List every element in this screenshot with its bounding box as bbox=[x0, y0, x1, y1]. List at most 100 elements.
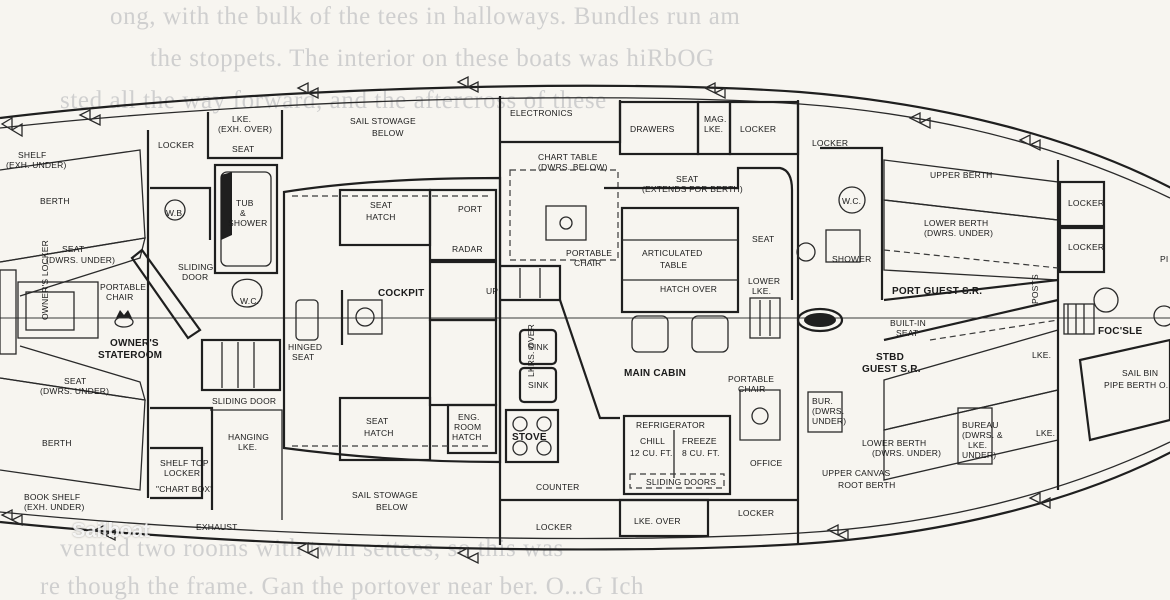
label-sink-1: SINK bbox=[528, 342, 549, 352]
owners-locker-box bbox=[0, 269, 17, 355]
label-port-tag: PORT bbox=[458, 204, 482, 214]
label-lower-berth-stbd: LOWER BERTH bbox=[862, 438, 926, 448]
label-bureau-dwrs: (DWRS. & bbox=[962, 430, 1003, 440]
station-mark bbox=[0, 508, 23, 527]
seat-extends-outline bbox=[604, 166, 794, 300]
label-locker-fwd-top: LOCKER bbox=[1068, 198, 1104, 208]
office-box bbox=[739, 389, 781, 441]
label-seat-head: SEAT bbox=[232, 144, 254, 154]
label-focsle: FOC'SLE bbox=[1098, 326, 1142, 337]
label-sail-stowage-bottom-sub: BELOW bbox=[376, 502, 408, 512]
office-chair bbox=[751, 407, 769, 425]
label-office: OFFICE bbox=[750, 458, 782, 468]
label-stbd: STBD bbox=[876, 352, 904, 363]
galley-counter-edge bbox=[558, 299, 620, 420]
label-hanging: HANGING bbox=[228, 432, 269, 442]
label-seat-hatch-top-sub: HATCH bbox=[366, 212, 396, 222]
stove bbox=[504, 408, 560, 464]
label-lke: LKE. bbox=[232, 114, 251, 124]
label-chill: CHILL bbox=[640, 436, 665, 446]
upper-berth-outline bbox=[883, 159, 1059, 221]
label-shelf-sub: (EXH. UNDER) bbox=[6, 160, 67, 170]
station-mark bbox=[0, 116, 23, 138]
label-wb: W.B. bbox=[166, 208, 185, 218]
locker-fwd-2-box bbox=[1058, 226, 1106, 274]
label-radar: RADAR bbox=[452, 244, 483, 254]
articulated-table bbox=[620, 206, 740, 314]
label-drawers: DRAWERS bbox=[630, 124, 675, 134]
label-seat-stbd-sub: (DWRS. UNDER) bbox=[40, 386, 109, 396]
portable-chair-aft bbox=[114, 316, 134, 328]
label-seat-hatch-top: SEAT bbox=[370, 200, 392, 210]
label-articulated: ARTICULATED bbox=[642, 248, 702, 258]
posts-box bbox=[1063, 303, 1095, 335]
label-berth-port: BERTH bbox=[40, 196, 70, 206]
label-port-guest: PORT GUEST S.R. bbox=[892, 286, 982, 297]
berth-dash bbox=[883, 249, 1059, 269]
label-built-in: BUILT-IN bbox=[890, 318, 926, 328]
mast-step bbox=[796, 307, 844, 333]
hull-inner-line bbox=[0, 97, 1170, 540]
label-seat-main: SEAT bbox=[752, 234, 774, 244]
tub-shower bbox=[213, 163, 279, 275]
stbd-lower-berth-outline bbox=[883, 329, 1059, 431]
bg-line-2: the stoppets. The interior on these boat… bbox=[150, 45, 715, 72]
label-sliding-door-sub: DOOR bbox=[182, 272, 208, 282]
label-locker-main-1: LOCKER bbox=[740, 124, 776, 134]
label-sink-2: SINK bbox=[528, 380, 549, 390]
label-seat-extends: SEAT bbox=[676, 174, 698, 184]
guest-divider bbox=[883, 278, 1059, 302]
label-tub: TUB bbox=[236, 198, 254, 208]
bg-line-5: re though the frame. Gan the portover ne… bbox=[40, 573, 644, 600]
label-book-shelf-sub: (EXH. UNDER) bbox=[24, 502, 85, 512]
stove-burner bbox=[512, 416, 528, 432]
label-owners: OWNER'S bbox=[110, 338, 159, 349]
label-eng-room: ROOM bbox=[454, 422, 481, 432]
label-lke-over: LKE. OVER bbox=[634, 516, 681, 526]
berth-dash bbox=[929, 319, 1059, 341]
diagram-labels: SHELF (EXH. UNDER) BERTH SEAT (DWRS. UND… bbox=[6, 108, 1170, 532]
label-locker-bottom: LOCKER bbox=[738, 508, 774, 518]
label-owners-locker: OWNER'S LOCKER bbox=[40, 240, 50, 320]
label-lke-sub: (EXH. OVER) bbox=[218, 124, 272, 134]
forepeak-hatch bbox=[1153, 305, 1170, 327]
label-wc-aft: W.C. bbox=[240, 296, 259, 306]
label-book-shelf: BOOK SHELF bbox=[24, 492, 80, 502]
cabin-chair bbox=[691, 315, 729, 353]
label-shelf-top: SHELF TOP bbox=[160, 458, 209, 468]
label-bureau: BUREAU bbox=[962, 420, 999, 430]
label-main-cabin: MAIN CABIN bbox=[624, 368, 686, 379]
label-hanging-sub: LKE. bbox=[238, 442, 257, 452]
hull-outline bbox=[0, 84, 1170, 551]
label-posts: POSTS bbox=[1030, 274, 1040, 304]
label-upper-canvas: UPPER CANVAS bbox=[822, 468, 891, 478]
label-upper-berth: UPPER BERTH bbox=[930, 170, 993, 180]
wc-aft-bowl bbox=[231, 278, 263, 308]
lke-exh-box bbox=[206, 110, 284, 160]
foc-sle-wc bbox=[1093, 287, 1119, 313]
station-mark bbox=[296, 541, 319, 560]
stove-burner bbox=[536, 416, 552, 432]
label-up-cockpit: UP bbox=[486, 286, 498, 296]
label-bureau-under: UNDER) bbox=[962, 450, 996, 460]
label-mag-lke: LKE. bbox=[704, 124, 723, 134]
label-locker-fwd-2: LOCKER bbox=[1068, 242, 1104, 252]
sink-1 bbox=[518, 328, 558, 366]
berth-stbd-outline bbox=[0, 377, 146, 491]
label-stbd-guest: GUEST S.R. bbox=[862, 364, 921, 375]
label-lower-lke: LKE. bbox=[752, 286, 771, 296]
label-seat-hatch-bottom: SEAT bbox=[366, 416, 388, 426]
label-seat-hatch-bottom-sub: HATCH bbox=[364, 428, 394, 438]
label-electronics: ELECTRONICS bbox=[510, 108, 573, 118]
label-shower: SHOWER bbox=[832, 254, 871, 264]
sliding-door-panel bbox=[130, 248, 202, 340]
helm-seat bbox=[295, 299, 319, 341]
label-portable-chair-nav: PORTABLE bbox=[566, 248, 612, 258]
chart-table-chair bbox=[545, 205, 587, 241]
locker-fwd-1-box bbox=[1058, 180, 1106, 228]
label-root-berth: ROOT BERTH bbox=[838, 480, 895, 490]
label-refrigerator: REFRIGERATOR bbox=[636, 420, 705, 430]
shower-pan bbox=[825, 229, 861, 263]
